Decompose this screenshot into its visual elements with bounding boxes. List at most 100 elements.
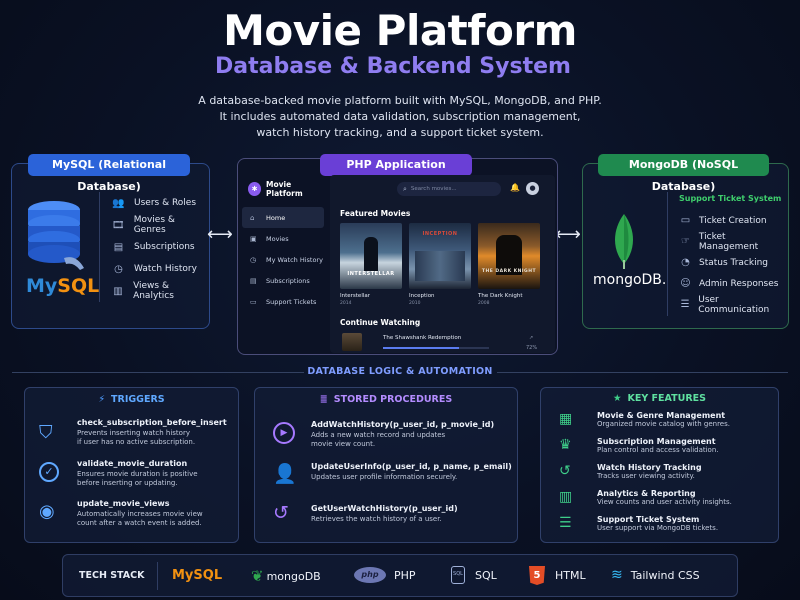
bell-icon[interactable]: 🔔 <box>510 183 520 192</box>
movie-year: 2008 <box>478 301 490 306</box>
php-badge: PHP Application <box>320 154 472 176</box>
shield-icon: ⛉ <box>39 422 53 443</box>
continue-movie-title: The Shawshank Redemption <box>383 335 462 341</box>
tech-mongodb: ❦ mongoDB <box>251 567 321 585</box>
app-sidebar: ✱ Movie Platform ⌂Home ▣Movies ◷My Watch… <box>240 175 326 353</box>
film-icon: ▣ <box>250 234 257 243</box>
tech-html: 5 HTML <box>529 566 586 585</box>
clock-icon: ◷ <box>114 263 123 275</box>
mongo-item-ticket-creation: ▭Ticket Creation <box>680 215 767 226</box>
php-logo-icon: php <box>354 567 386 583</box>
intro-line: It includes automated data validation, s… <box>219 110 581 123</box>
section-divider <box>12 372 304 373</box>
tech-sql: SQL SQL <box>451 566 497 584</box>
search-box[interactable]: ⌕ Search movies... <box>397 182 501 196</box>
ticket-icon: ▭ <box>250 297 257 306</box>
play-icon: ▶ <box>273 422 295 444</box>
mysql-logo-text: MySQL <box>26 275 100 297</box>
mysql-badge: MySQL (Relational Database) <box>28 154 190 193</box>
mysql-item-subscriptions: ▤Subscriptions <box>113 241 195 253</box>
page-subtitle: Database & Backend System <box>0 54 786 79</box>
clock-icon: ◷ <box>250 255 257 264</box>
search-input[interactable]: Search movies... <box>410 186 457 192</box>
mongodb-badge: MongoDB (NoSQL Database) <box>598 154 769 193</box>
divider <box>157 562 158 590</box>
movie-poster: INCEPTION <box>409 223 471 289</box>
movie-card[interactable]: INTERSTELLAR Interstellar 2014 <box>340 223 402 306</box>
movie-card[interactable]: INCEPTION Inception 2010 <box>409 223 471 306</box>
tech-tailwind: ≋ Tailwind CSS <box>611 567 700 583</box>
mongo-item-user-communication: ☰User Communication <box>680 294 770 315</box>
tech-stack-bar: TECH STACK MySQL ❦ mongoDB php PHP SQL S… <box>62 554 738 597</box>
eye-icon: ◉ <box>39 501 55 522</box>
mongodb-leaf-icon <box>608 212 640 274</box>
movie-title: Inception <box>409 293 435 299</box>
triggers-box: ⚡TRIGGERS ⛉ check_subscription_before_in… <box>24 387 239 543</box>
chart-icon: ▥ <box>113 285 123 297</box>
featured-title: Featured Movies <box>340 209 411 218</box>
continue-thumbnail <box>342 333 362 351</box>
intro-text: A database-backed movie platform built w… <box>150 93 650 141</box>
star-icon: ★ <box>612 393 622 404</box>
mysql-item-movies: 🎞Movies & Genres <box>112 215 175 235</box>
mongodb-section-title: Support Ticket System <box>679 194 782 203</box>
admin-icon: ☺ <box>680 278 691 289</box>
procedures-title: ≣STORED PROCEDURES <box>319 394 453 405</box>
nav-watch-history[interactable]: ◷My Watch History <box>250 255 323 264</box>
users-icon: 👥 <box>112 197 125 209</box>
tailwind-icon: ≋ <box>611 567 623 583</box>
mongo-item-admin-responses: ☺Admin Responses <box>680 278 779 289</box>
nav-subscriptions[interactable]: ▤Subscriptions <box>250 276 310 285</box>
mongo-item-status-tracking: ◔Status Tracking <box>679 252 787 273</box>
avatar[interactable]: ● <box>526 182 539 195</box>
features-box: ★KEY FEATURES ▦ Movie & Genre Management… <box>540 387 779 543</box>
history-icon: ↺ <box>273 502 289 524</box>
movie-poster: THE DARK KNIGHT <box>478 223 540 289</box>
history-icon: ↺ <box>559 463 571 479</box>
movie-poster: INTERSTELLAR <box>340 223 402 289</box>
crown-icon: ♛ <box>559 437 572 453</box>
movie-card[interactable]: THE DARK KNIGHT The Dark Knight 2008 <box>478 223 540 306</box>
film-icon: 🎞 <box>112 219 125 231</box>
nav-support-tickets[interactable]: ▭Support Tickets <box>250 297 317 306</box>
bidirectional-arrow-icon: ⟷ <box>207 224 233 245</box>
mongo-item-ticket-management: ☞Ticket Management <box>680 231 759 252</box>
sql-file-icon: SQL <box>451 566 465 584</box>
procedures-box: ≣STORED PROCEDURES ▶ AddWatchHistory(p_u… <box>254 387 518 543</box>
intro-line: watch history tracking, and a support ti… <box>256 126 544 139</box>
html5-icon: 5 <box>529 566 545 585</box>
progress-label: 72% <box>526 345 538 351</box>
mongodb-logo-text: mongoDB. <box>593 272 667 288</box>
tech-php: php PHP <box>354 567 416 583</box>
mysql-list: 👥Users & Roles 🎞Movies & Genres ▤Subscri… <box>112 192 207 302</box>
mongodb-leaf-icon: ❦ <box>251 567 264 585</box>
logic-section-title: DATABASE LOGIC & AUTOMATION <box>307 366 493 377</box>
mysql-item-users: 👥Users & Roles <box>112 197 197 209</box>
movie-year: 2010 <box>409 301 421 306</box>
bidirectional-arrow-icon: ⟷ <box>555 224 581 245</box>
nav-movies[interactable]: ▣Movies <box>250 234 289 243</box>
card-icon: ▤ <box>113 241 124 253</box>
mysql-logo <box>24 198 94 298</box>
app-brand: ✱ Movie Platform <box>240 175 326 203</box>
database-icon <box>28 201 84 270</box>
features-title: ★KEY FEATURES <box>612 393 706 404</box>
progress-fill <box>383 347 460 349</box>
page-title: Movie Platform <box>223 6 577 55</box>
film-icon: ▦ <box>559 411 573 427</box>
progress-bar <box>383 347 489 349</box>
mysql-item-watch-history: ◷Watch History <box>112 258 207 280</box>
check-circle-icon: ✓ <box>39 462 59 482</box>
divider <box>99 192 100 302</box>
external-link-icon[interactable]: ↗ <box>529 335 534 341</box>
film-reel-icon: ✱ <box>248 182 262 196</box>
app-name: Movie Platform <box>266 180 303 198</box>
chart-icon: ▥ <box>559 489 573 505</box>
nav-home[interactable]: ⌂Home <box>242 207 324 228</box>
chat-icon: ☰ <box>559 515 572 531</box>
